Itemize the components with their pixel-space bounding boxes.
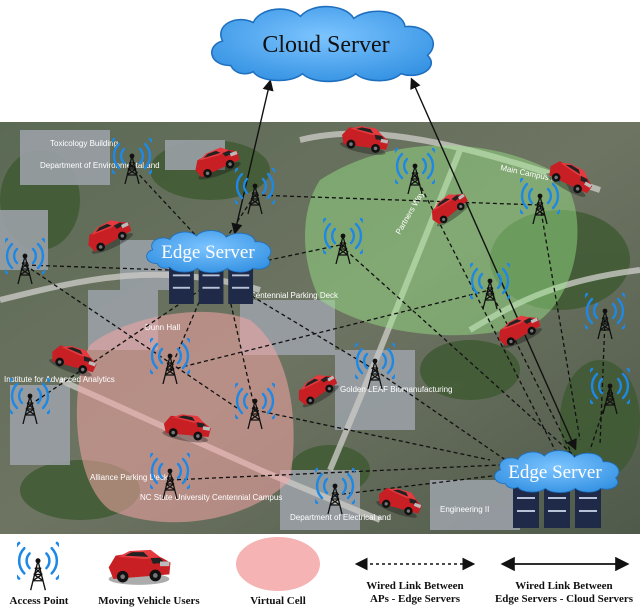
legend-access-point-label: Access Point [10,595,69,607]
map-label: Alliance Parking Deck [90,473,169,482]
legend-wired-edge-cloud-line1: Wired Link Between [515,580,612,592]
legend-wired-ap-edge-line2: APs - Edge Servers [370,593,461,605]
cloud-server-label: Cloud Server [262,32,389,58]
legend-virtual-cell-swatch [236,537,320,591]
legend-wired-edge-cloud-line2: Edge Servers - Cloud Servers [495,593,634,605]
map-label: Department of Environmental and [40,161,160,170]
legend: Access Point Moving Vehicle Users Virtua… [0,534,640,608]
edge-server-right: Edge Server [494,450,620,494]
map-label: Engineering II [440,505,489,514]
edge-server-left: Edge Server [146,230,272,274]
map-label: Centennial Parking Deck [250,291,339,300]
map-label: Department of Electrical and [290,513,391,522]
map-label: Dunn Hall [145,323,180,332]
map-label: NC State University Centennial Campus [140,493,282,502]
edge-cloud-links [231,77,577,451]
legend-wired-ap-edge-line1: Wired Link Between [366,580,463,592]
edge-server-label: Edge Server [161,242,255,263]
cloud-server: Cloud Server [211,5,435,83]
map-label: Toxicology Building [50,139,118,148]
map-label: Golden LEAF Biomanufacturing [340,385,453,394]
legend-virtual-cell-label: Virtual Cell [250,595,306,607]
legend-vehicle-label: Moving Vehicle Users [98,595,200,607]
edge-server-label: Edge Server [508,462,602,483]
map-label: Institute for Advanced Analytics [4,375,115,384]
